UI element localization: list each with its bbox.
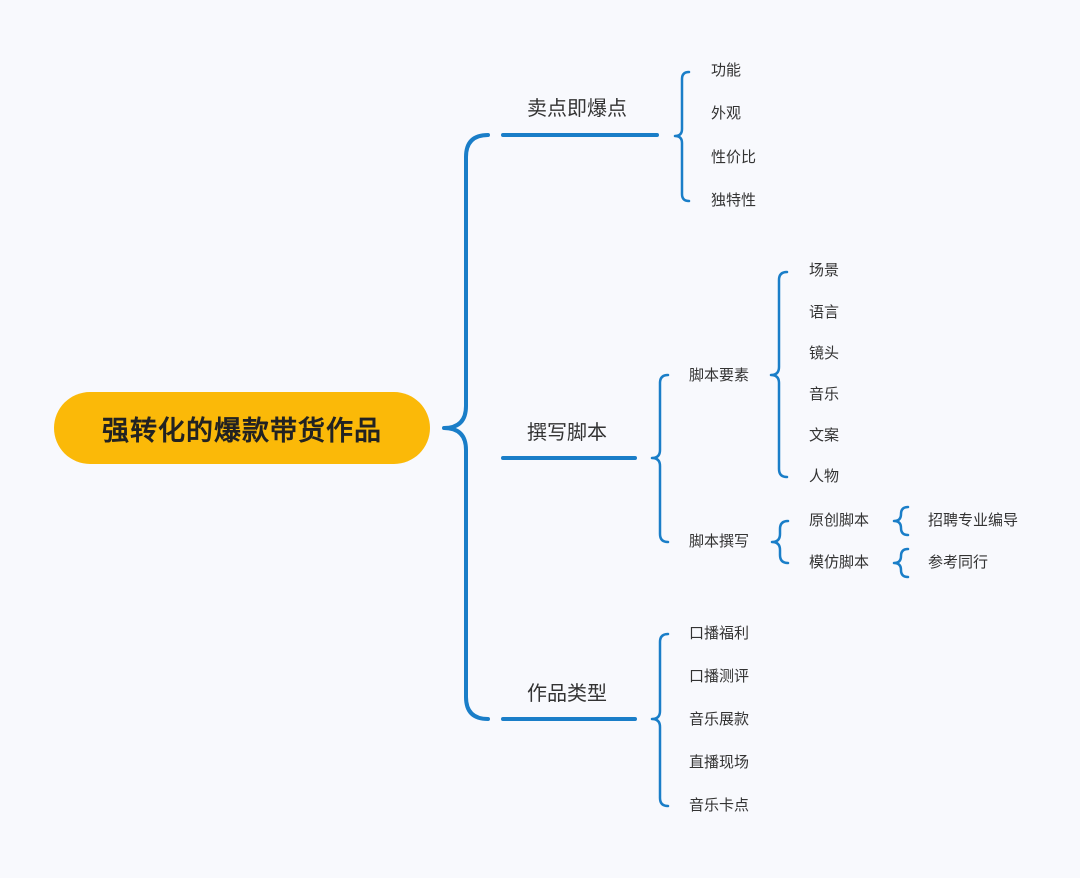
leaf-function[interactable]: 功能 bbox=[711, 61, 742, 79]
root-node[interactable]: 强转化的爆款带货作品 bbox=[54, 392, 430, 464]
leaf-music-beat[interactable]: 音乐卡点 bbox=[689, 796, 750, 814]
leaf-spoken-welfare[interactable]: 口播福利 bbox=[689, 624, 750, 642]
root-brace bbox=[442, 133, 490, 721]
leaf-original-script[interactable]: 原创脚本 bbox=[809, 511, 870, 529]
note-reference-peers[interactable]: 参考同行 bbox=[928, 553, 989, 571]
branch-script[interactable]: 撰写脚本 bbox=[527, 420, 607, 444]
leaf-language[interactable]: 语言 bbox=[809, 303, 840, 321]
brace-original-script bbox=[892, 505, 910, 537]
leaf-live-scene[interactable]: 直播现场 bbox=[689, 753, 750, 771]
brace-script bbox=[650, 373, 670, 544]
brace-selling-points bbox=[673, 70, 691, 203]
leaf-imitation-script[interactable]: 模仿脚本 bbox=[809, 553, 870, 571]
branch-selling-points[interactable]: 卖点即爆点 bbox=[527, 96, 627, 120]
leaf-copywriting[interactable]: 文案 bbox=[809, 426, 840, 444]
branch-work-types[interactable]: 作品类型 bbox=[527, 681, 607, 705]
note-hire-director[interactable]: 招聘专业编导 bbox=[928, 511, 1019, 529]
brace-script-writing bbox=[770, 519, 790, 565]
leaf-scene[interactable]: 场景 bbox=[809, 261, 840, 279]
leaf-spoken-review[interactable]: 口播测评 bbox=[689, 667, 750, 685]
leaf-value[interactable]: 性价比 bbox=[711, 148, 757, 166]
leaf-music-showcase[interactable]: 音乐展款 bbox=[689, 710, 750, 728]
leaf-character[interactable]: 人物 bbox=[809, 467, 840, 485]
leaf-uniqueness[interactable]: 独特性 bbox=[711, 191, 757, 209]
leaf-music[interactable]: 音乐 bbox=[809, 385, 840, 403]
group-script-writing[interactable]: 脚本撰写 bbox=[689, 532, 750, 550]
leaf-shot[interactable]: 镜头 bbox=[809, 344, 840, 362]
leaf-appearance[interactable]: 外观 bbox=[711, 104, 742, 122]
brace-script-elements bbox=[769, 270, 789, 479]
brace-work-types bbox=[650, 632, 670, 808]
group-script-elements[interactable]: 脚本要素 bbox=[689, 366, 750, 384]
brace-imitation-script bbox=[892, 547, 910, 579]
